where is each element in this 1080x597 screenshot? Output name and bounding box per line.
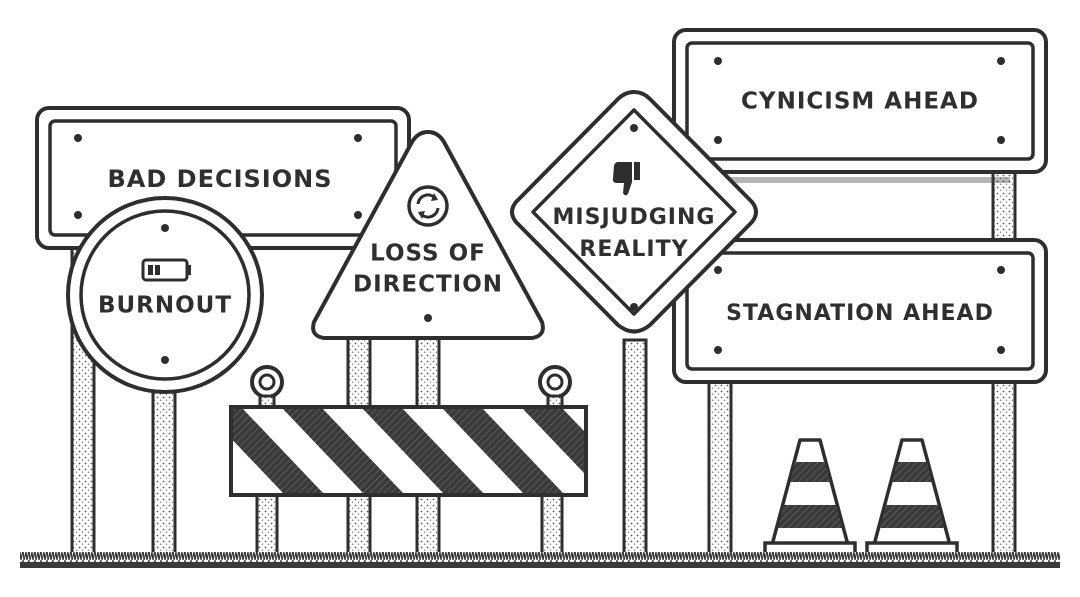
loss-of-direction-line1: LOSS OF <box>370 241 486 267</box>
burnout-label: BURNOUT <box>98 293 232 319</box>
misjudging-reality-line2: REALITY <box>579 237 688 262</box>
bad-decisions-label: BAD DECISIONS <box>108 165 333 193</box>
stagnation-ahead-sign: STAGNATION AHEAD <box>672 238 1048 384</box>
misjudging-reality-line1: MISJUDGING <box>553 205 716 230</box>
traffic-cone-right <box>865 438 959 557</box>
refresh-cycle-icon <box>407 185 449 227</box>
burnout-sign: BURNOUT <box>66 196 264 394</box>
low-battery-icon <box>141 258 191 282</box>
striped-barricade <box>229 365 588 497</box>
cynicism-ahead-sign: CYNICISM AHEAD <box>672 28 1048 183</box>
cynicism-ahead-label: CYNICISM AHEAD <box>741 89 979 115</box>
misjudging-reality-sign: MISJUDGING REALITY <box>510 90 758 334</box>
loss-of-direction-line2: DIRECTION <box>353 272 503 298</box>
loss-of-direction-sign: LOSS OF DIRECTION <box>311 130 545 340</box>
stagnation-ahead-label: STAGNATION AHEAD <box>726 301 994 326</box>
grass-ground <box>20 552 1060 568</box>
thumbs-down-icon <box>612 162 640 196</box>
traffic-cone-left <box>763 438 857 557</box>
